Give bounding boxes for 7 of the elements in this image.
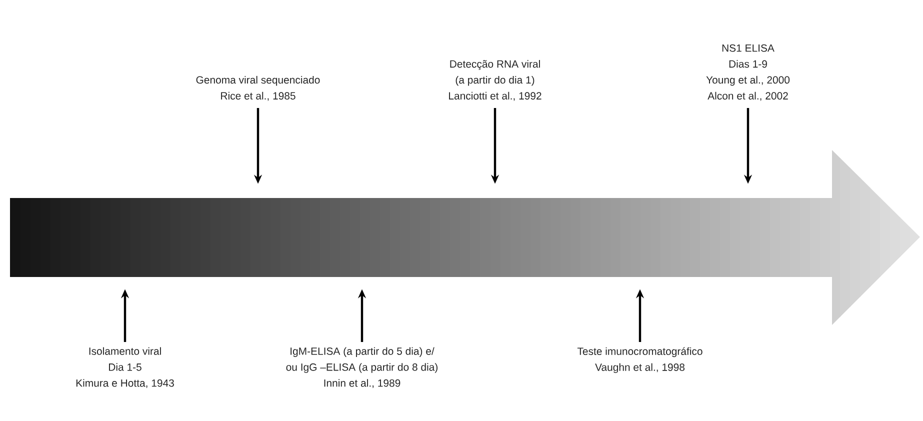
event-label: IgM-ELISA (a partir do 5 dia) e/ ou IgG –ELISA (a partir do 8 dia) Innin et al., 1989: [286, 347, 438, 388]
event-label: NS1 ELISA Dias 1-9 Young et al., 2000 Alcon et al., 2002: [706, 44, 790, 101]
event-label: Detecção RNA viral (a partir do dia 1) Lanciotti et al., 1992: [449, 60, 542, 101]
event-label: Teste imunocromatográfico Vaughn et al., 1998: [577, 347, 702, 374]
event-label: Isolamento viral Dia 1-5 Kimura e Hotta, 1943: [76, 347, 174, 388]
timeline-arrow: [10, 150, 920, 325]
event-label: Genoma viral sequenciado Rice et al., 1985: [196, 76, 320, 101]
